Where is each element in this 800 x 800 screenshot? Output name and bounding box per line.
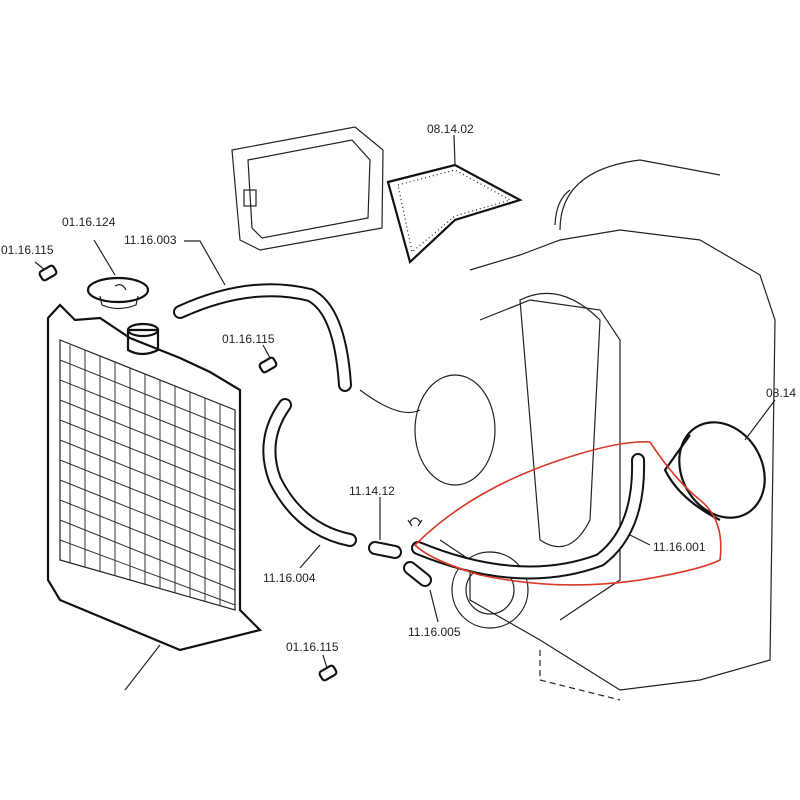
label-hose-elbow: 11.16.005 [408, 625, 461, 639]
hose-upper [173, 283, 352, 392]
highlight-outline [413, 441, 722, 586]
label-connector: 11.14.12 [349, 484, 395, 498]
bolt-left [38, 264, 58, 282]
label-hose-main: 11.16.001 [653, 540, 706, 554]
label-hose-lower: 11.16.004 [263, 571, 316, 585]
engine [359, 159, 776, 701]
label-filter-top: 08.14.02 [427, 122, 474, 136]
oil-filter [663, 421, 766, 521]
bolt-bottom [318, 664, 338, 682]
bolt-mid [258, 356, 278, 374]
label-oil-filter: 08.14 [766, 386, 797, 400]
leader-lines [34, 134, 776, 691]
label-bolt-left: 01.16.115 [1, 243, 54, 257]
air-filter-element [386, 163, 523, 265]
filter-housing [231, 126, 384, 251]
radiator-cap [86, 276, 150, 310]
label-hose-upper: 11.16.003 [124, 233, 177, 247]
connector [368, 517, 432, 587]
hose-main [411, 453, 646, 580]
label-cap: 01.16.124 [62, 215, 116, 229]
label-bolt-bottom: 01.16.115 [286, 640, 339, 654]
radiator [46, 303, 263, 652]
label-bolt-mid: 01.16.115 [222, 332, 275, 346]
hose-lower [262, 398, 357, 547]
